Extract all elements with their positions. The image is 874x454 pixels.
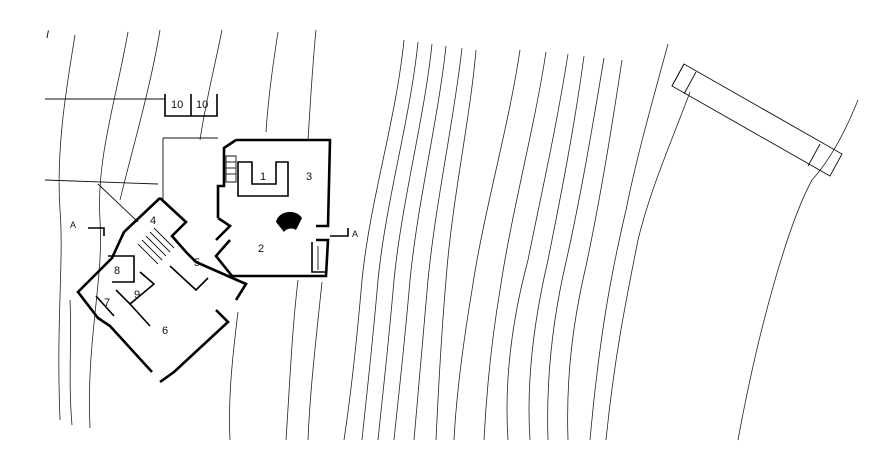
room-label-7: 7 [104, 297, 110, 309]
room-label-6: 6 [162, 325, 168, 337]
room-label-4: 4 [150, 215, 156, 227]
site-lines [44, 98, 218, 223]
room-label-2: 2 [258, 243, 264, 255]
room-label-1: 1 [260, 171, 266, 183]
terrain-contours [58, 29, 859, 441]
room-label-8: 8 [114, 265, 120, 277]
room-label-9: 9 [134, 289, 140, 301]
section-label-left: A [70, 220, 76, 230]
room-label-5: 5 [194, 257, 200, 269]
room-label-10a: 10 [171, 99, 183, 111]
dock-pier [671, 63, 843, 177]
house-walls [76, 138, 332, 384]
room-label-10b: 10 [196, 99, 208, 111]
section-marker-right: A [330, 228, 358, 239]
section-label-right: A [352, 229, 358, 239]
section-marker-left: A [70, 220, 105, 236]
room-label-3: 3 [306, 171, 312, 183]
parking-bays [164, 94, 218, 117]
sheet-mark: I [46, 29, 49, 41]
